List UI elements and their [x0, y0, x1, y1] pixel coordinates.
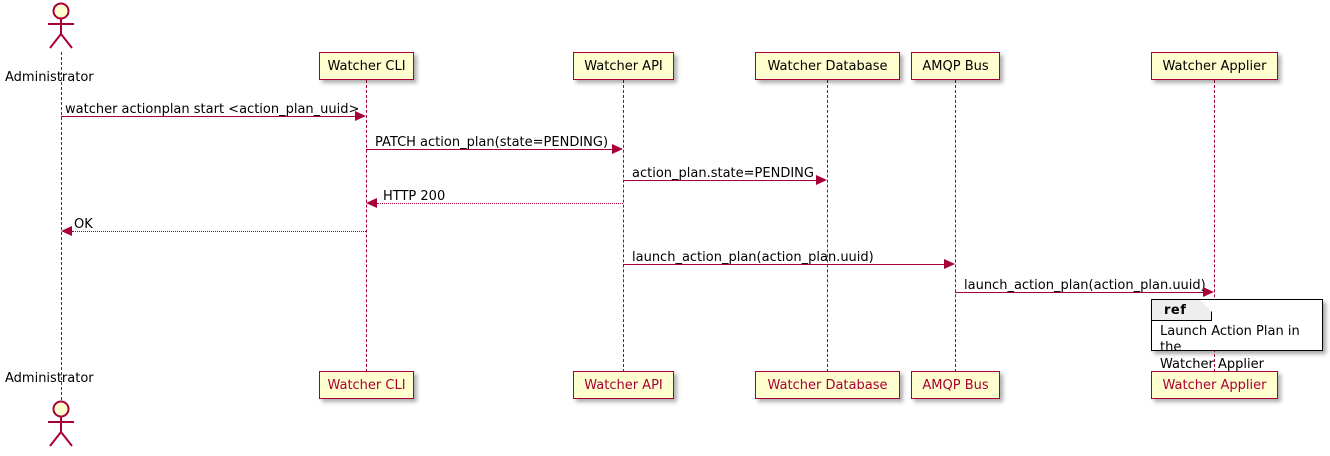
- message-line-m3: [623, 180, 816, 181]
- message-line-m1: [61, 116, 355, 117]
- participant-watcher-database-top[interactable]: Watcher Database: [755, 52, 900, 80]
- participant-label: Watcher Database: [767, 58, 888, 74]
- lifeline-amqp-bus: [955, 80, 956, 372]
- participant-watcher-api-bottom[interactable]: Watcher API: [573, 371, 674, 399]
- actor-stick-figure-icon: [48, 2, 74, 49]
- ref-fragment-tab-label: ref: [1164, 303, 1187, 318]
- arrow-head-m2: [612, 144, 623, 154]
- lifeline-watcher-api: [623, 80, 624, 372]
- arrow-head-m5: [61, 226, 72, 236]
- participant-amqp-bus-top[interactable]: AMQP Bus: [911, 52, 1000, 80]
- arrow-head-m4: [366, 198, 377, 208]
- participant-label: Watcher CLI: [327, 58, 406, 74]
- message-label-m7: launch_action_plan(action_plan.uuid): [964, 278, 1206, 293]
- ref-fragment: ref Launch Action Plan in the Watcher Ap…: [1151, 299, 1323, 372]
- participant-watcher-api-top[interactable]: Watcher API: [573, 52, 674, 80]
- message-label-m5: OK: [74, 217, 93, 232]
- participant-label: AMQP Bus: [922, 58, 989, 74]
- participant-amqp-bus-bottom[interactable]: AMQP Bus: [911, 371, 1000, 399]
- participant-label: Watcher API: [584, 377, 663, 393]
- lifeline-watcher-cli: [366, 80, 367, 372]
- participant-watcher-applier-top[interactable]: Watcher Applier: [1151, 52, 1278, 80]
- participant-watcher-applier-bottom[interactable]: Watcher Applier: [1151, 371, 1278, 399]
- participant-label: Watcher Database: [767, 377, 888, 393]
- participant-label: Watcher Applier: [1162, 58, 1267, 74]
- message-line-m7: [955, 292, 1203, 293]
- participant-watcher-cli-top[interactable]: Watcher CLI: [319, 52, 414, 80]
- arrow-head-m1: [355, 111, 366, 121]
- participant-label: Watcher CLI: [327, 377, 406, 393]
- ref-fragment-text: Launch Action Plan in the Watcher Applie…: [1160, 324, 1300, 372]
- participant-label: Watcher API: [584, 58, 663, 74]
- actor-administrator-top: [39, 2, 83, 50]
- message-line-m5: [72, 231, 366, 232]
- participant-watcher-database-bottom[interactable]: Watcher Database: [755, 371, 900, 399]
- message-line-m6: [623, 264, 944, 265]
- message-line-m4: [377, 203, 623, 204]
- message-label-m4: HTTP 200: [383, 189, 446, 204]
- participant-label: Watcher Applier: [1162, 377, 1267, 393]
- arrow-head-m6: [944, 259, 955, 269]
- arrow-head-m3: [816, 175, 827, 185]
- message-label-m1: watcher actionplan start <action_plan_uu…: [65, 102, 360, 117]
- participant-watcher-cli-bottom[interactable]: Watcher CLI: [319, 371, 414, 399]
- actor-label-administrator-bottom: Administrator: [5, 371, 94, 386]
- actor-label-administrator-top: Administrator: [5, 70, 94, 85]
- lifeline-watcher-database: [827, 80, 828, 372]
- actor-stick-figure-icon: [48, 400, 74, 447]
- message-label-m3: action_plan.state=PENDING: [632, 166, 814, 181]
- message-label-m2: PATCH action_plan(state=PENDING): [375, 135, 609, 150]
- message-line-m2: [366, 149, 612, 150]
- message-label-m6: launch_action_plan(action_plan.uuid): [632, 250, 874, 265]
- participant-label: AMQP Bus: [922, 377, 989, 393]
- lifeline-watcher-applier: [1214, 80, 1215, 372]
- actor-administrator-bottom: [39, 400, 83, 448]
- arrow-head-m7: [1203, 287, 1214, 297]
